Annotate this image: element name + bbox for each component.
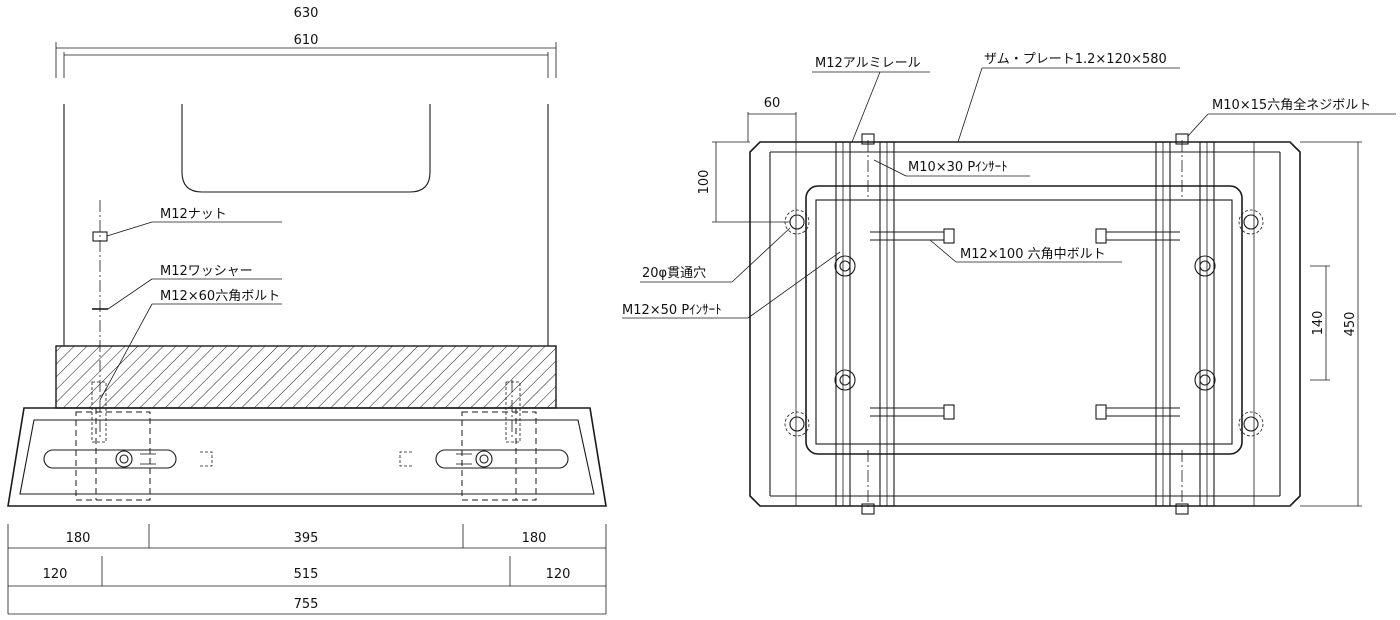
plan-rail-left (835, 141, 895, 507)
sign-panel (63, 104, 549, 346)
dim-text-60: 60 (764, 96, 781, 111)
plan-base-outline (749, 141, 1301, 507)
label-m12x50-insert: M12×50 Pｲﾝｻｰﾄ (622, 303, 722, 318)
label-m10x15-bolt: M10×15六角全ネジボルト (1212, 97, 1371, 113)
dim-top-inner: 610 (63, 33, 549, 78)
dim-top-outer: 630 (55, 6, 557, 78)
front-view: 630 610 (7, 6, 607, 615)
plan-dim-right: 140 450 (1300, 141, 1362, 507)
plan-label-insert-m12: M12×50 Pｲﾝｻｰﾄ (622, 251, 841, 319)
dim-text-120-left: 120 (43, 567, 68, 582)
plan-label-plate: ザム・プレート1.2×120×580 (957, 52, 1180, 143)
label-bolt: M12×60六角ボルト (99, 289, 282, 401)
dim-text-120-right: 120 (546, 567, 571, 582)
label-m12-alum-rail: M12アルミレール (815, 56, 921, 71)
rail-right (399, 449, 569, 469)
plan-label-hole: 20φ貫通穴 (640, 227, 791, 283)
label-m12x60-bolt: M12×60六角ボルト (160, 289, 280, 304)
dim-text-180-left: 180 (66, 531, 91, 546)
plan-label-full-thread: M10×15六角全ネジボルト (1187, 97, 1396, 137)
dim-bottom: 180 395 180 120 515 120 755 (7, 524, 607, 615)
dim-text-755: 755 (294, 597, 319, 612)
plan-view: 60 100 140 450 M12アルミレール ザム・プレート1.2×1 (622, 52, 1396, 515)
dim-text-100: 100 (697, 170, 712, 195)
nut-symbol (92, 231, 108, 242)
label-zam-plate: ザム・プレート1.2×120×580 (984, 52, 1167, 67)
dim-text-140: 140 (1311, 311, 1326, 336)
plan-rail-right (1155, 141, 1215, 507)
plan-mid-bolts (870, 228, 1180, 420)
plan-label-insert-m10: M10×30 Pｲﾝｻｰﾄ (873, 159, 1030, 177)
dim-text-180-right: 180 (522, 531, 547, 546)
hidden-lines-base (75, 381, 537, 501)
plan-label-mid-bolt: M12×100 六角中ボルト (929, 239, 1122, 263)
rail-left (43, 449, 213, 469)
concrete-base (7, 407, 607, 507)
label-m12-nut: M12ナット (160, 207, 227, 222)
label-m12x100-bolt: M12×100 六角中ボルト (960, 247, 1106, 262)
dim-text-395: 395 (294, 531, 319, 546)
plan-plate-outer (805, 185, 1243, 455)
label-nut: M12ナット (106, 207, 282, 237)
dim-text-450: 450 (1343, 312, 1358, 337)
label-washer: M12ワッシャー (107, 264, 282, 310)
plan-hex-nuts (834, 255, 1216, 391)
label-20phi-hole: 20φ貫通穴 (642, 266, 706, 281)
dim-text-610: 610 (294, 33, 319, 48)
plan-through-holes (784, 209, 1264, 437)
plan-plate-inner (815, 199, 1233, 445)
dim-text-515: 515 (294, 567, 319, 582)
plan-label-rail: M12アルミレール (812, 56, 930, 143)
plan-dim-left: 60 100 (697, 96, 797, 223)
dim-text-630: 630 (294, 6, 319, 21)
hatched-base (55, 345, 557, 409)
plan-end-bolts (861, 133, 1189, 515)
label-m10x30-insert: M10×30 Pｲﾝｻｰﾄ (908, 160, 1008, 175)
label-m12-washer: M12ワッシャー (160, 264, 253, 279)
